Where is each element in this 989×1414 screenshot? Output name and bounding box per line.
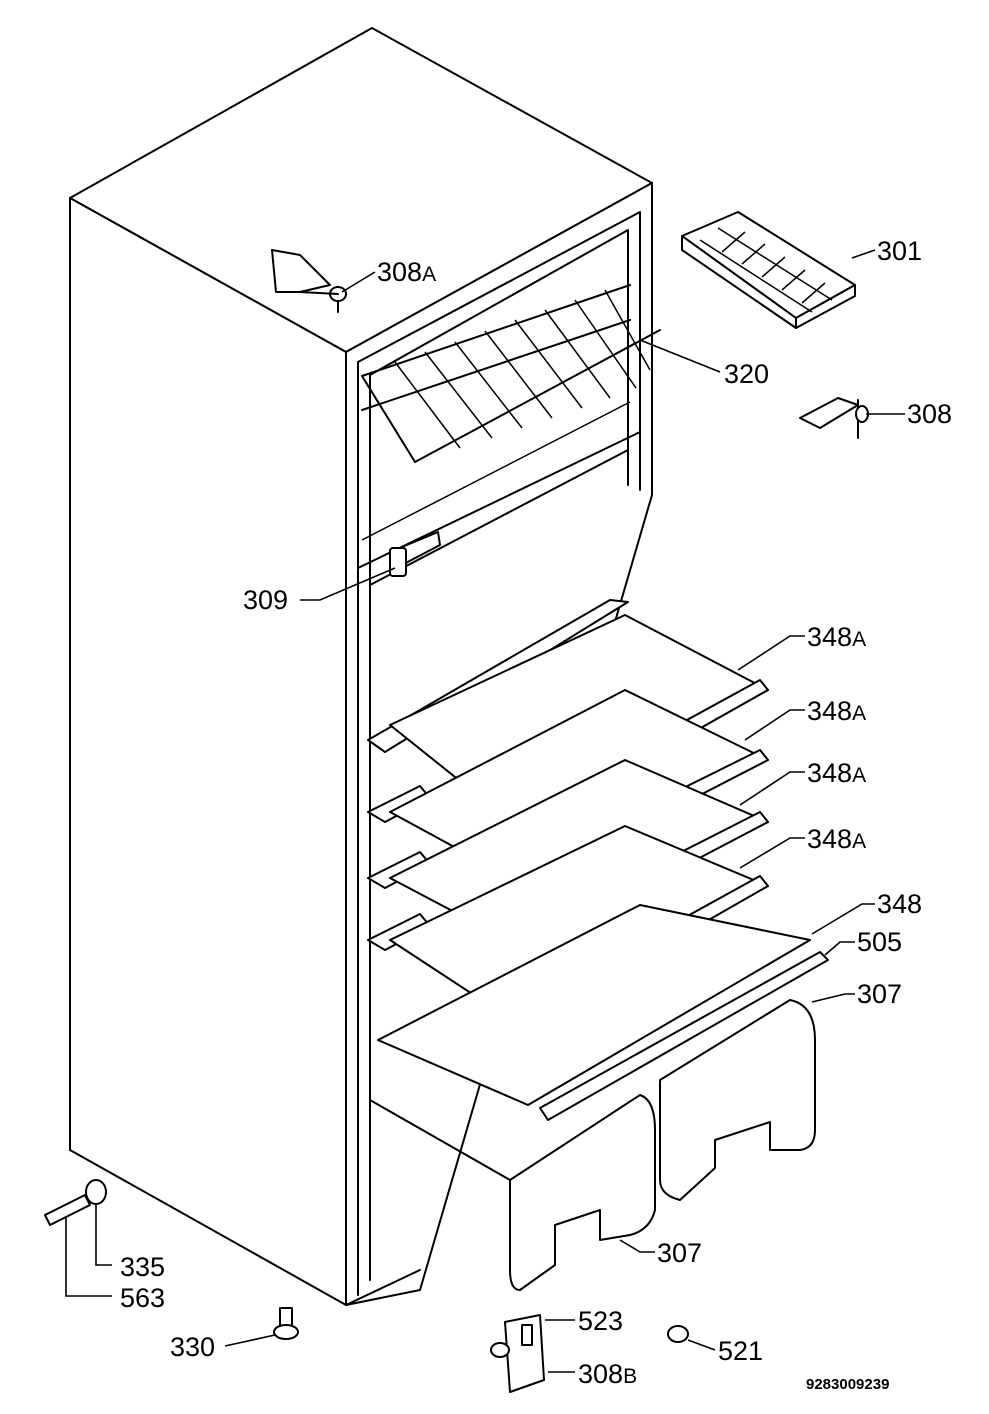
crisper-drawers-307 [369, 999, 816, 1291]
label-348a-1: 348A [807, 622, 866, 652]
label-308a: 308A [377, 257, 436, 287]
label-563: 563 [120, 1283, 165, 1313]
label-307-bottom: 307 [657, 1238, 702, 1268]
label-523: 523 [578, 1306, 623, 1336]
label-348a-2: 348A [807, 696, 866, 726]
hinge-308a [271, 249, 347, 313]
label-308b: 308B [578, 1359, 637, 1389]
label-505: 505 [857, 927, 902, 957]
label-309: 309 [243, 585, 288, 615]
label-348a-4: 348A [807, 824, 866, 854]
label-348a-3: 348A [807, 758, 866, 788]
hinge-308 [799, 397, 869, 439]
foot-330 [273, 1307, 299, 1340]
label-348: 348 [877, 889, 922, 919]
label-307-top: 307 [857, 979, 902, 1009]
ice-tray-301 [681, 211, 856, 329]
label-301: 301 [877, 236, 922, 266]
hinge-308b-523 [490, 1314, 545, 1393]
glass-shelf-348 [377, 904, 829, 1121]
label-521: 521 [718, 1336, 763, 1366]
wire-shelf-320 [361, 284, 661, 463]
label-308: 308 [907, 399, 952, 429]
leader-lines [65, 249, 905, 1373]
label-330: 330 [170, 1332, 215, 1362]
label-320: 320 [724, 359, 769, 389]
drawing-code: 9283009239 [806, 1376, 889, 1393]
plug-521 [667, 1325, 689, 1343]
part-labels: 301 308A 320 308 309 348A 348A 348A 348A… [120, 236, 952, 1389]
bolt-335-563 [44, 1179, 107, 1226]
label-335: 335 [120, 1252, 165, 1282]
